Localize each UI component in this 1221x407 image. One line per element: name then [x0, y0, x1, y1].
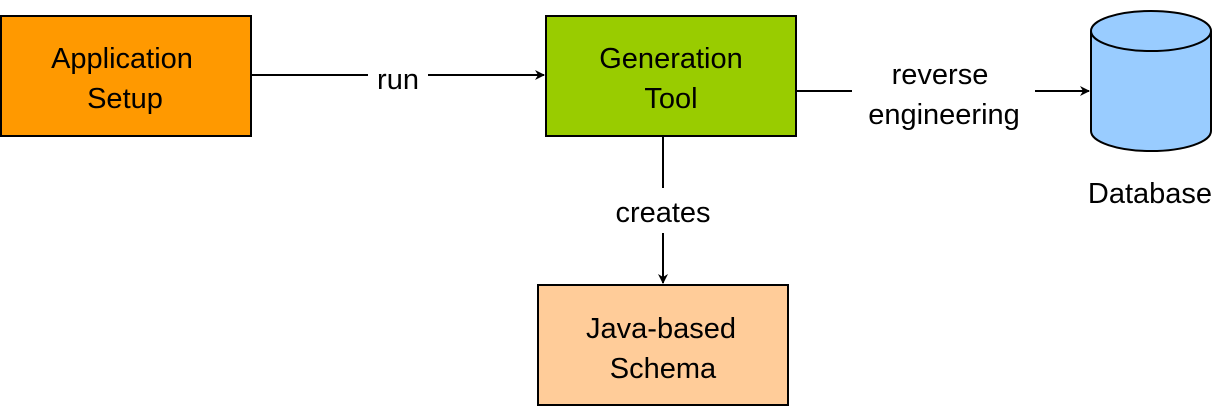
- edge-creates: creates: [615, 136, 711, 284]
- edge-label-creates: creates: [615, 197, 710, 229]
- edge-label-run: run: [377, 64, 419, 96]
- node-database: Database: [1088, 10, 1212, 210]
- node-database-label: Database: [1088, 178, 1212, 210]
- node-application-setup: Application Setup: [0, 15, 252, 137]
- node-java-based-schema: Java-based Schema: [537, 284, 789, 406]
- node-application-setup-line2: Setup: [87, 83, 163, 115]
- edge-label-engineering: engineering: [868, 99, 1020, 131]
- node-java-based-schema-box: [537, 284, 789, 406]
- node-generation-tool-line1: Generation: [599, 43, 743, 75]
- node-application-setup-box: [0, 15, 252, 137]
- node-java-based-schema-line1: Java-based: [586, 313, 736, 345]
- node-generation-tool: Generation Tool: [545, 15, 797, 137]
- database-cylinder-icon: [1090, 10, 1212, 152]
- edge-run: run: [251, 64, 545, 96]
- edge-label-reverse: reverse: [892, 59, 989, 91]
- node-java-based-schema-line2: Schema: [610, 353, 717, 385]
- edge-reverse-engineering: reverse engineering: [797, 59, 1090, 131]
- node-generation-tool-line2: Tool: [644, 83, 697, 115]
- database-cylinder-rim: [1090, 30, 1212, 52]
- node-application-setup-line1: Application: [51, 43, 193, 75]
- node-generation-tool-box: [545, 15, 797, 137]
